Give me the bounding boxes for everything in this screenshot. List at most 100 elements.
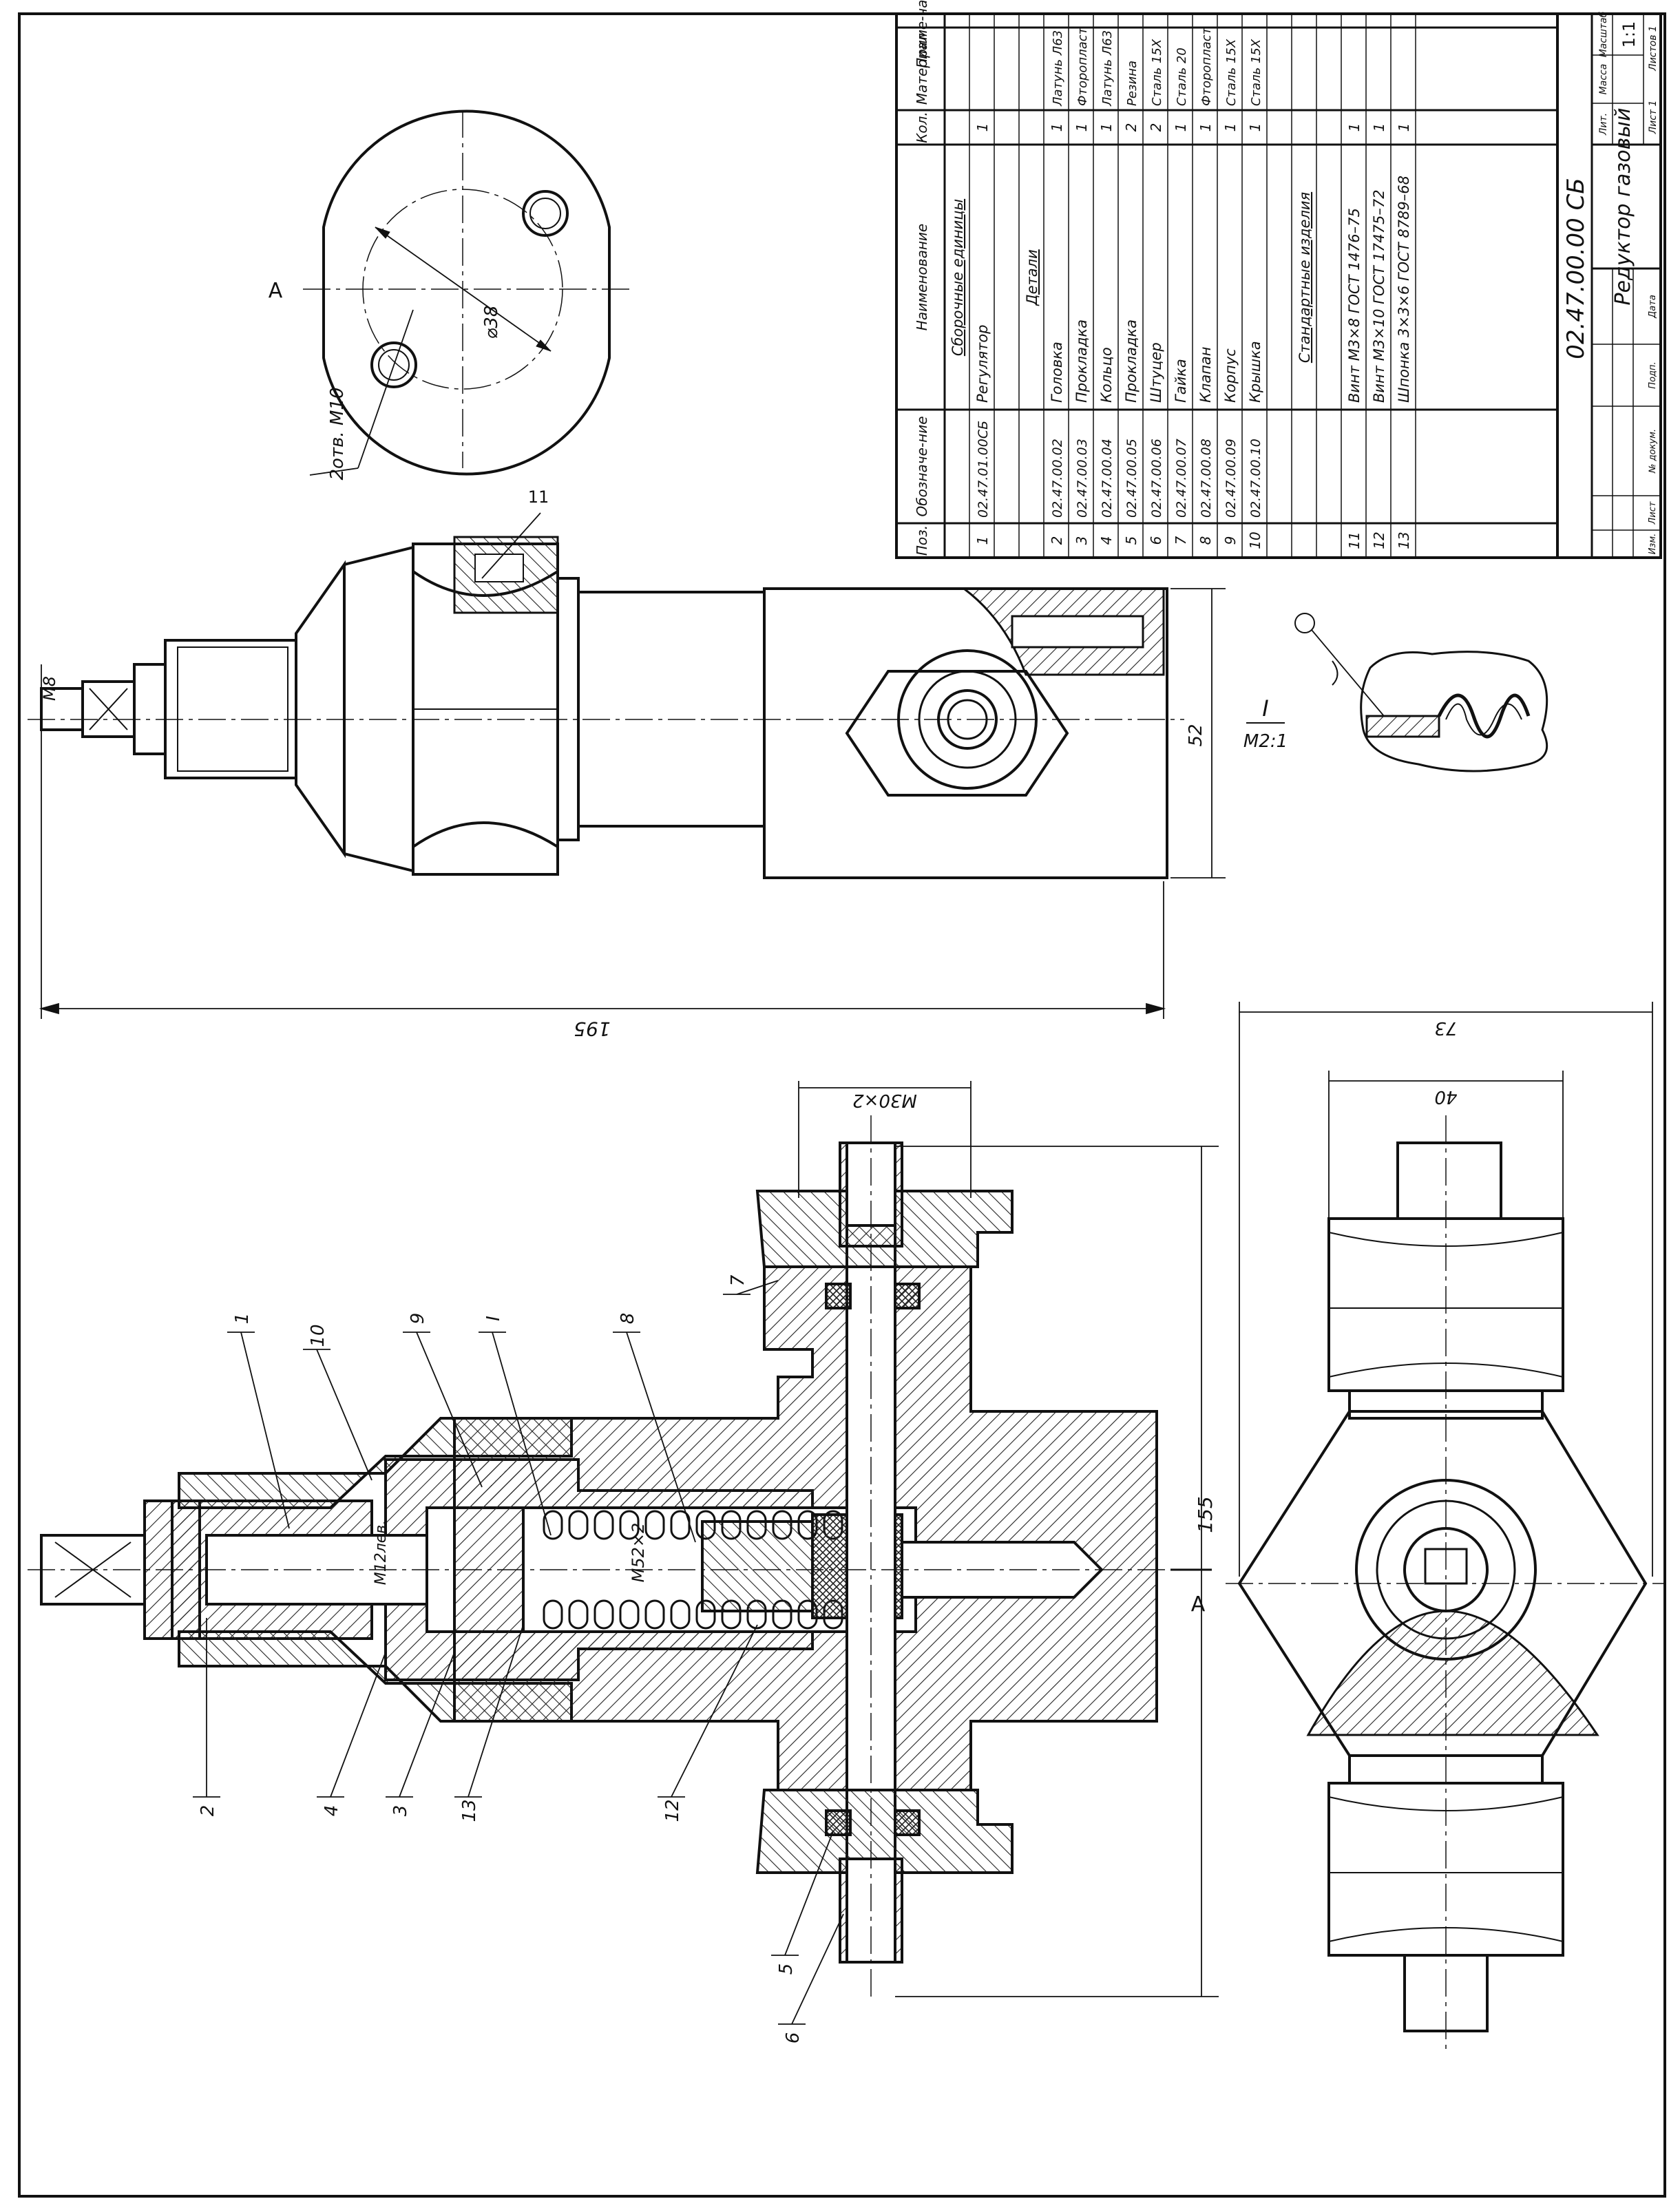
spec-pos: 6 [1148,536,1164,545]
callout-12: 12 [662,1799,683,1822]
change-label: Подп. [1648,361,1658,388]
change-label: Дата [1648,295,1658,319]
spec-pos: 13 [1396,532,1412,549]
spec-pos: 5 [1123,536,1140,545]
view-a-label: А [269,279,283,303]
spec-designation: 02.47.00.07 [1174,439,1189,518]
dim-40: 40 [1434,1086,1457,1107]
spec-material: Сталь 15Х [1249,39,1263,106]
spec-name: Кольцо [1098,347,1115,403]
spec-pos: 4 [1098,536,1115,545]
spec-name: Винт М3×10 ГОСТ 17475–72 [1371,189,1387,403]
scale-value: 1:1 [1619,21,1639,48]
spring-coil [543,1599,563,1630]
callout-5: 5 [776,1964,797,1975]
spec-name: Стандартные изделия [1296,192,1313,363]
spec-name: Клапан [1197,346,1214,403]
spec-pos: 12 [1371,532,1387,549]
spec-pos: 7 [1173,536,1189,545]
spec-header-name: Наименование [914,224,930,330]
spec-name: Головка [1049,341,1065,403]
callout-9: 9 [408,1313,428,1325]
callout-3: 3 [390,1805,411,1817]
scale-label: Масштаб [1598,11,1609,57]
sheet-frame [18,12,1666,2198]
spec-designation: 02.47.00.06 [1149,439,1164,518]
specification-table: Поз.Обозначе-ниеНаименованиеКол.Материал… [895,0,1662,559]
spec-qty: 1 [1173,123,1189,132]
spec-qty: 1 [1371,123,1387,132]
spec-material: Латунь Л63 [1100,30,1115,107]
spec-material: Сталь 20 [1175,48,1189,106]
spec-row: 4 02.47.00.04 Кольцо 1 Латунь Л63 [1098,30,1115,545]
spring-coil [644,1599,665,1630]
spec-name: Винт М3×8 ГОСТ 1476–75 [1346,208,1363,403]
spec-name: Шпонка 3×3×6 ГОСТ 8789–68 [1396,176,1412,403]
dim-155: 155 [1194,1496,1217,1533]
spec-material: Резина [1125,61,1140,106]
spec-row: 7 02.47.00.07 Гайка 1 Сталь 20 [1173,48,1189,545]
holes-label: 2отв. М10 [327,388,348,481]
callout-10: 10 [308,1324,328,1347]
circle-diameter-label: ⌀38 [481,306,502,339]
spec-designation: 02.47.00.02 [1050,439,1065,518]
callout-4: 4 [322,1805,342,1817]
spring-coil [619,1599,640,1630]
spec-row: 11 Винт М3×8 ГОСТ 1476–75 1 [1346,123,1363,549]
spec-qty: 1 [1346,123,1363,132]
spec-name: Корпус [1222,348,1239,403]
spec-row: Детали [1024,249,1040,306]
spec-pos: 2 [1049,536,1065,545]
spec-pos: 3 [1073,536,1090,545]
dim-195: 195 [574,1018,610,1040]
change-label: Изм. [1648,534,1658,555]
spec-qty: 1 [1247,123,1263,132]
spec-row: 12 Винт М3×10 ГОСТ 17475–72 1 [1371,123,1387,549]
spec-name: Сборочные единицы [949,199,966,356]
spec-header-pos: Поз. [914,525,930,556]
spec-designation: 02.47.00.09 [1224,439,1239,518]
doc-number: 02.47.00.00 СБ [1562,178,1590,359]
view-a [303,109,633,476]
detail-scale-label: М2:1 [1243,731,1288,752]
dim-195-line [39,664,1166,1019]
spec-qty: 1 [1222,123,1239,132]
spec-qty: 1 [1049,123,1065,132]
spec-pos: 11 [1346,532,1363,549]
spec-name: Гайка [1173,359,1189,403]
spec-designation: 02.47.00.04 [1100,439,1115,518]
spec-pos: 1 [974,536,991,545]
spring-coil [543,1510,563,1540]
spring-coil [644,1510,665,1540]
spec-qty: 1 [1073,123,1090,132]
spec-header-qty: Кол. [914,112,930,143]
spec-material: Фторопласт [1075,27,1090,106]
spec-material: Сталь 15Х [1224,39,1239,106]
callout-I: I [483,1316,504,1321]
dim-73: 73 [1434,1018,1457,1038]
spec-designation: 02.47.00.10 [1248,439,1263,518]
dim-73-line [1239,1002,1653,1577]
spec-qty: 2 [1123,123,1140,132]
title-block: 02.47.00.00 СБ Редуктор газовый Лит. Мас… [1556,11,1661,558]
change-label: № докум. [1648,429,1658,474]
callout-1: 1 [232,1313,253,1325]
spec-qty: 2 [1148,123,1164,132]
spec-pos: 10 [1247,532,1263,549]
spec-name: Регулятор [974,324,991,403]
product-name: Редуктор газовый [1611,108,1635,306]
spec-name: Штуцер [1148,342,1164,403]
spec-qty: 1 [1098,123,1115,132]
spec-row: Стандартные изделия [1296,192,1313,363]
dim-52-line [1170,588,1226,878]
mass-label: Масса [1598,64,1609,95]
lit-label: Лит. [1598,113,1609,136]
spring-coil [619,1510,640,1540]
